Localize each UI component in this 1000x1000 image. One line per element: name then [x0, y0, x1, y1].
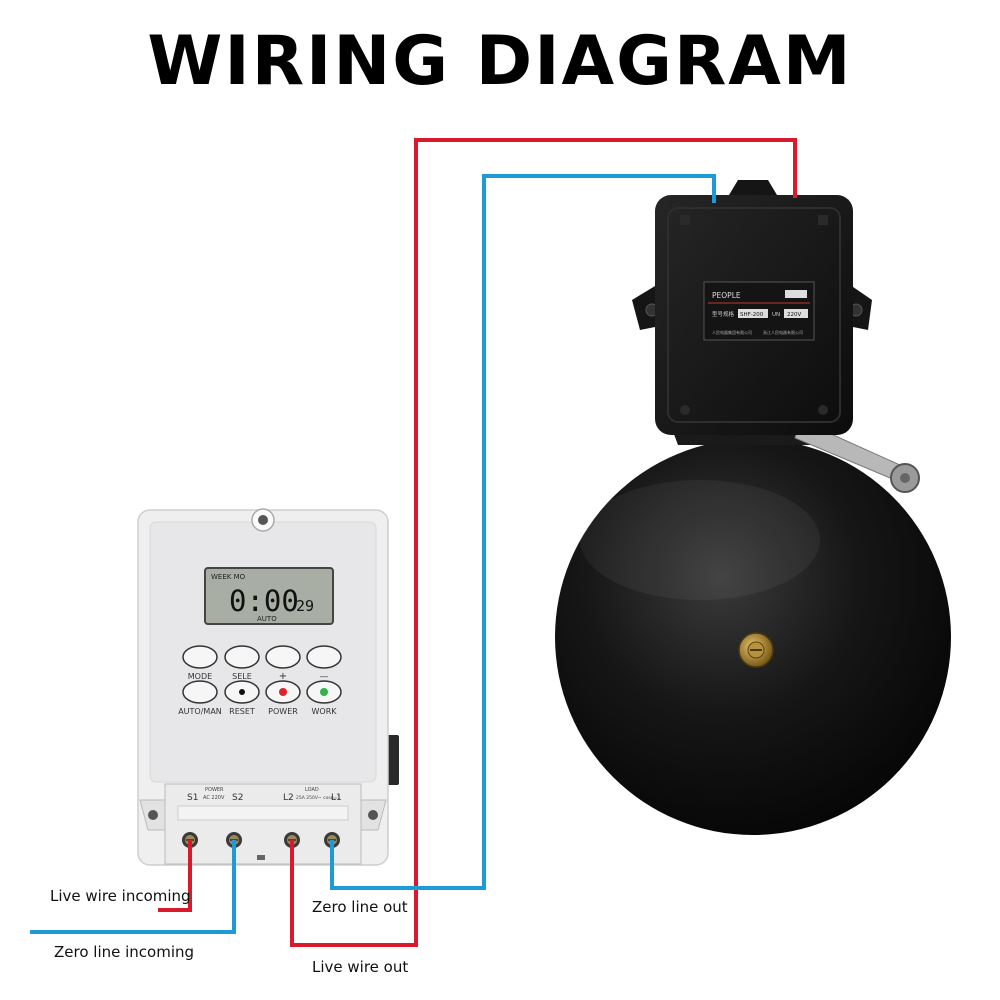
bell-model-value: SHF-200: [740, 312, 764, 318]
lcd-display: [204, 567, 334, 625]
terminal-rating-label: 25A 250V~ cosφ=1: [296, 795, 340, 801]
terminal-power-label: POWER: [205, 787, 224, 793]
power-label: POWER: [268, 707, 298, 716]
bell-maker: 人民电器集团有限公司: [712, 329, 752, 335]
terminal-load-label: LOAD: [305, 787, 319, 793]
lcd-week: WEEK MO: [211, 573, 246, 581]
mode-label: MODE: [188, 672, 212, 681]
auto-man-button[interactable]: [182, 680, 218, 704]
bell-center-bolt: [738, 632, 774, 668]
lcd-time: 0:00: [229, 584, 299, 618]
terminal-voltage-label: AC 220V: [203, 795, 225, 801]
power-led-icon: [279, 688, 287, 696]
zero-line-out: [330, 174, 716, 890]
sele-label: SELE: [232, 672, 252, 681]
work-label: WORK: [311, 707, 337, 716]
electric-bell: PEOPLE 型号规格 SHF-200 UN 220V 人民电器集团有限公司 浙…: [555, 180, 951, 835]
mode-button[interactable]: [182, 645, 218, 669]
live-wire-out: [290, 138, 797, 947]
bell-voltage-value: 220V: [787, 312, 801, 318]
bell-brand: PEOPLE: [712, 291, 741, 300]
terminal-s2-label: S2: [232, 793, 243, 803]
live-wire-incoming-label: Live wire incoming: [50, 887, 191, 905]
reset-label: RESET: [229, 707, 255, 716]
minus-button[interactable]: [306, 645, 342, 669]
live-wire-incoming: [158, 840, 192, 912]
page-title: WIRING DIAGRAM: [147, 22, 853, 101]
wires: [30, 138, 797, 947]
plus-label: +: [279, 671, 287, 682]
auto-man-label: AUTO/MAN: [178, 707, 222, 716]
digital-timer-switch: WEEK MO 0:00 29 AUTO MODE SELE + — AUTO/…: [137, 508, 399, 866]
sele-button[interactable]: [224, 645, 260, 669]
zero-line-out-label: Zero line out: [312, 898, 408, 916]
bell-junction-box: PEOPLE 型号规格 SHF-200 UN 220V 人民电器集团有限公司 浙…: [632, 180, 872, 435]
lcd-mode: AUTO: [257, 615, 277, 623]
plus-button[interactable]: [265, 645, 301, 669]
lcd-seconds: 29: [296, 597, 314, 615]
work-led-icon: [320, 688, 328, 696]
live-wire-out-label: Live wire out: [312, 958, 409, 976]
terminal-l2-label: L2: [283, 793, 294, 803]
zero-line-incoming: [30, 840, 236, 934]
bell-voltage-tag: UN: [772, 312, 780, 318]
bell-origin: 浙江人民电器有限公司: [763, 329, 803, 335]
zero-line-incoming-label: Zero line incoming: [54, 943, 195, 961]
minus-label: —: [320, 672, 329, 682]
bell-model-label: 型号规格: [712, 310, 735, 318]
terminal-l1-label: L1: [331, 793, 342, 803]
terminal-s1-label: S1: [187, 793, 198, 803]
